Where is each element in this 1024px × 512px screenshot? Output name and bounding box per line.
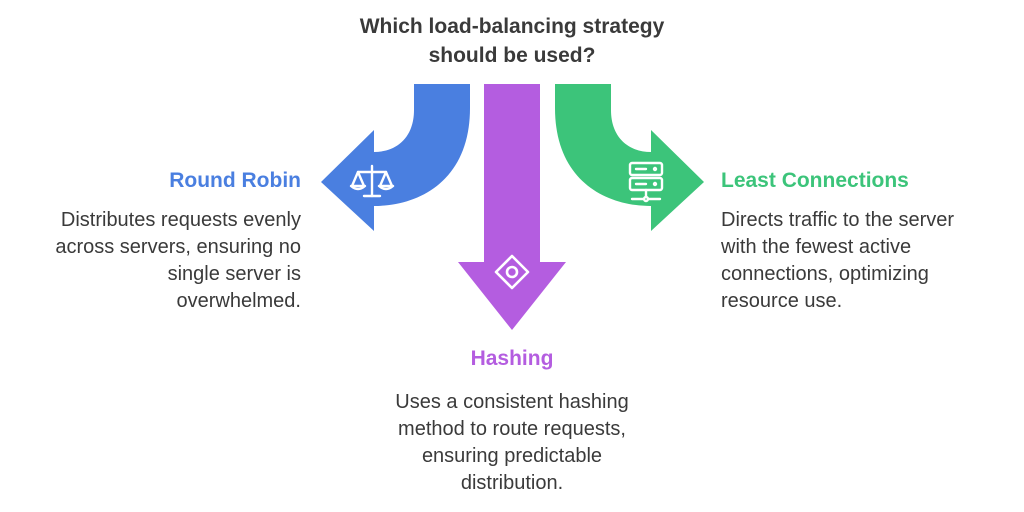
hashing-description: Uses a consistent hashing method to rout… bbox=[332, 389, 692, 497]
hashing-description-line: distribution. bbox=[460, 472, 564, 494]
least-connections-description: Directs traffic to the server with the f… bbox=[721, 207, 1021, 315]
round-robin-description-line: Distributes requests evenly bbox=[60, 209, 301, 231]
question-title: Which load-balancing strategy should be … bbox=[312, 12, 712, 70]
round-robin-arrow bbox=[321, 84, 470, 231]
balance-scale-icon bbox=[349, 164, 395, 198]
least-connections-description-line: connections, optimizing bbox=[721, 263, 929, 285]
round-robin-description-line: overwhelmed. bbox=[176, 290, 301, 312]
round-robin-description-line: single server is bbox=[167, 263, 301, 285]
question-line-1: Which load-balancing strategy bbox=[359, 15, 665, 38]
diamond-target-icon bbox=[494, 254, 530, 290]
server-rack-icon bbox=[628, 161, 664, 203]
hashing-description-line: ensuring predictable bbox=[421, 445, 603, 467]
round-robin-description-line: across servers, ensuring no bbox=[55, 236, 301, 258]
least-connections-title: Least Connections bbox=[721, 169, 909, 192]
least-connections-description-line: with the fewest active bbox=[721, 236, 912, 258]
hashing-arrow bbox=[458, 84, 566, 330]
question-line-2: should be used? bbox=[428, 44, 596, 67]
hashing-description-line: method to route requests, bbox=[398, 418, 626, 440]
round-robin-description: Distributes requests evenly across serve… bbox=[1, 207, 301, 315]
least-connections-description-line: Directs traffic to the server bbox=[721, 209, 955, 231]
hashing-title: Hashing bbox=[470, 347, 554, 370]
round-robin-title: Round Robin bbox=[169, 169, 301, 192]
hashing-description-line: Uses a consistent hashing bbox=[395, 391, 629, 413]
least-connections-description-line: resource use. bbox=[721, 290, 843, 312]
least-connections-arrow bbox=[555, 84, 704, 231]
